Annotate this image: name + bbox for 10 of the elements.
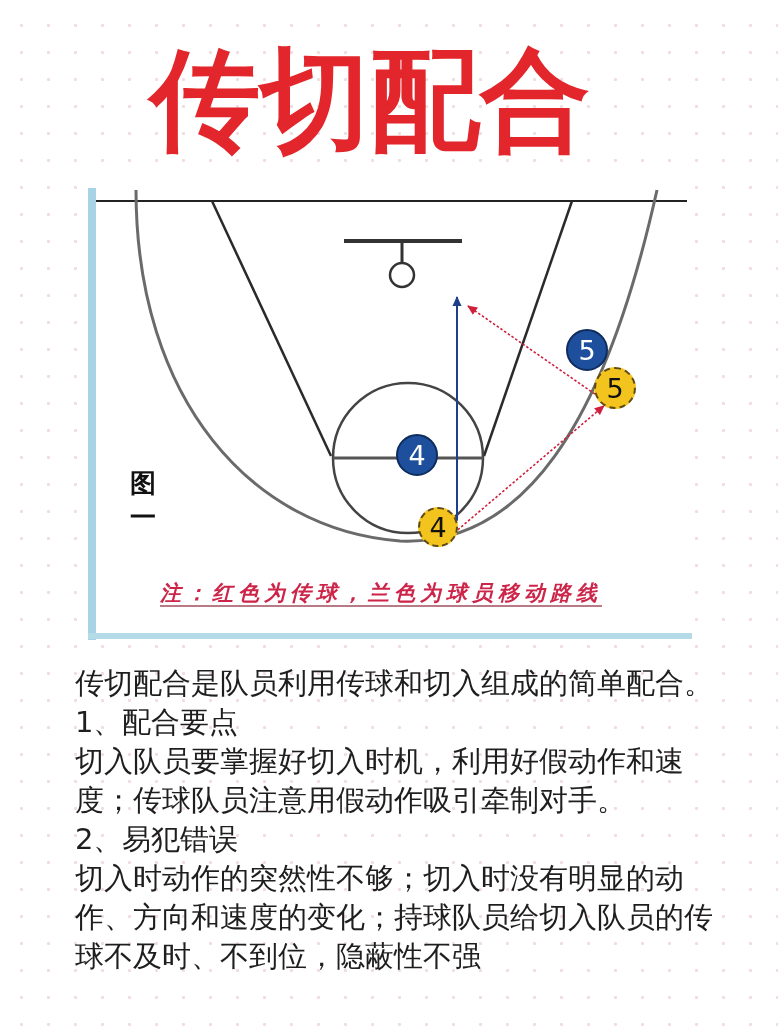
arrow	[467, 305, 596, 395]
heading: 2、易犯错误	[75, 821, 240, 858]
arrow	[457, 405, 605, 531]
note-text: 注：红色为传球，兰色为球员移动路线	[160, 579, 602, 607]
arrow	[452, 296, 462, 522]
paragraph: 切入时动作的突然性不够；切入时没有明显的动作、方向和速度的变化；持球队员给切入队员的传球不及时、不到位，隐蔽性不强	[75, 860, 714, 975]
figure-label: 图一	[129, 467, 156, 534]
paragraph: 切入队员要掌握好切入时机，利用好假动作和速度；传球队员注意用假动作吸引牵制对手。	[75, 743, 685, 819]
paragraph: 传切配合是队员利用传球和切入组成的简单配合。	[75, 665, 714, 702]
heading: 1、配合要点	[75, 704, 240, 741]
